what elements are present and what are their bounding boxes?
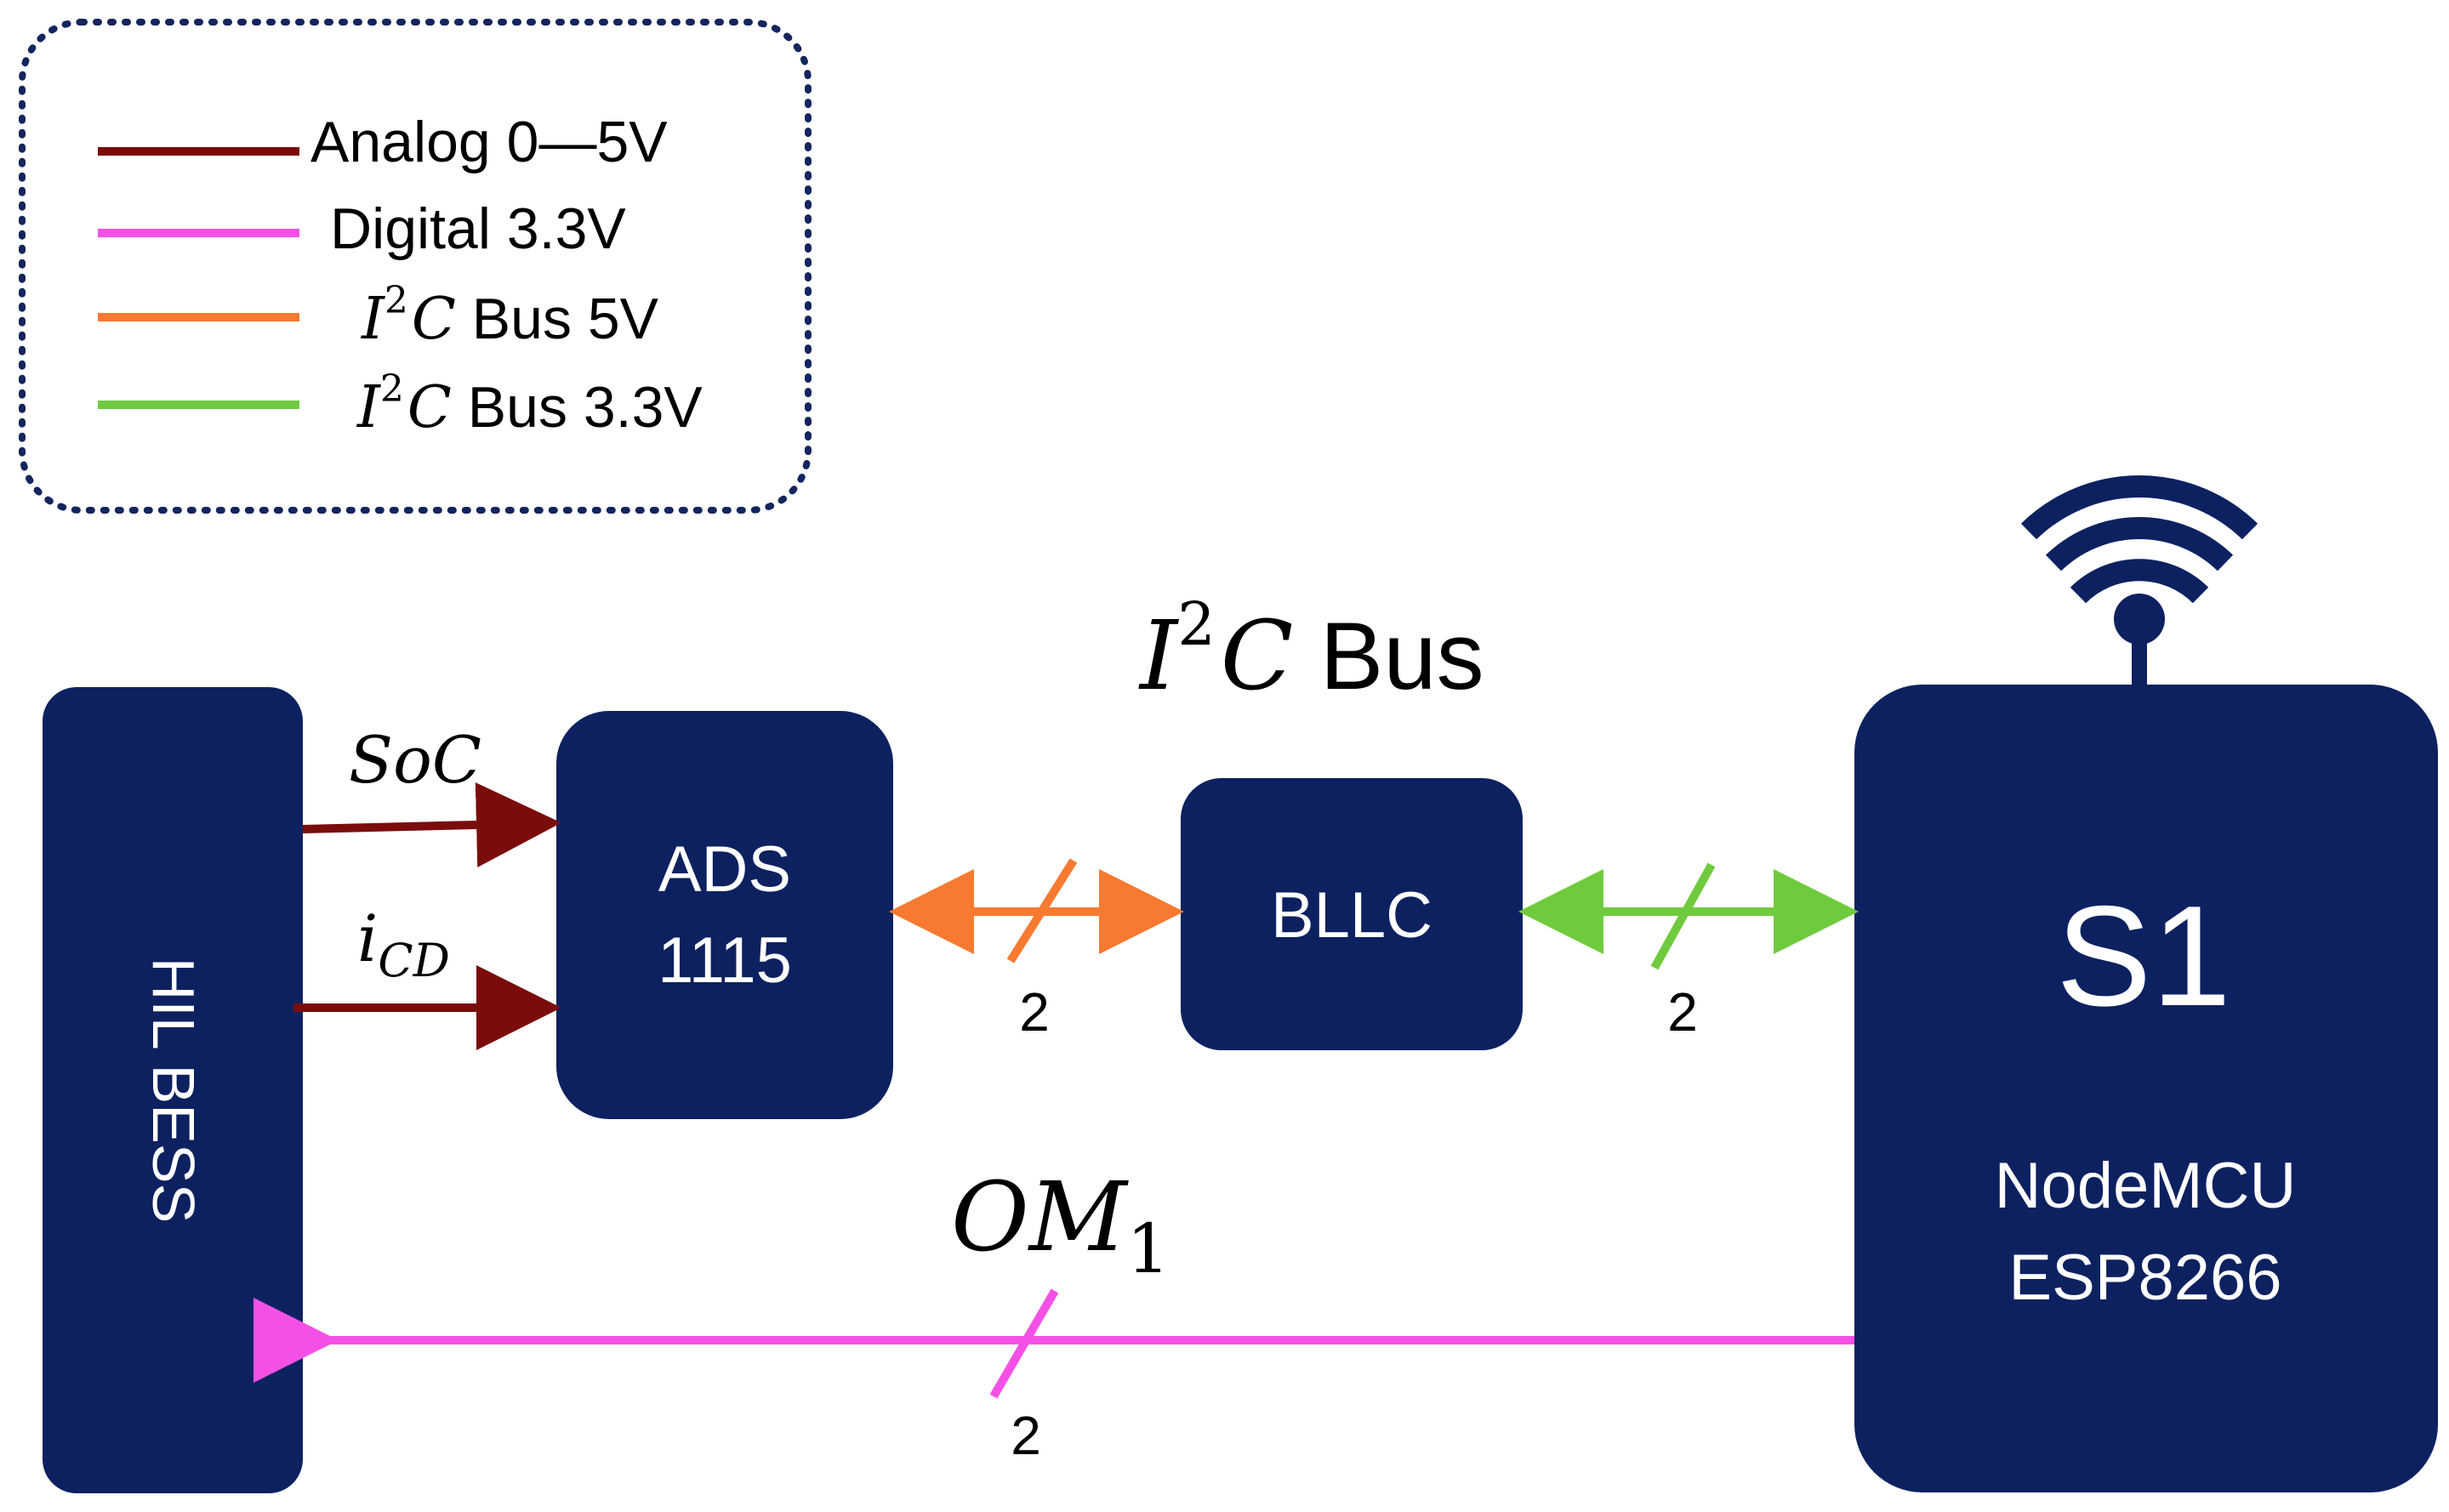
legend-label-analog: Analog 0—5V bbox=[310, 110, 668, 174]
i2c-3v3-width-label: 2 bbox=[1667, 981, 1698, 1043]
soc-label: SoC bbox=[349, 722, 481, 798]
s1-block: S1 NodeMCU ESP8266 bbox=[1854, 685, 2438, 1492]
om1-slash bbox=[989, 1288, 1059, 1399]
i2c-3v3-slash bbox=[1650, 862, 1716, 970]
ads-label-line2: 1115 bbox=[658, 924, 792, 997]
hil-bess-label: HIL BESS bbox=[140, 958, 207, 1224]
om1-label: OM1 bbox=[951, 1162, 1170, 1288]
bllc-label: BLLC bbox=[1271, 879, 1432, 952]
legend-label-i2c-3v3: I2C Bus 3.3V bbox=[356, 367, 703, 441]
legend-label-i2c-5v: I2C Bus 5V bbox=[360, 279, 659, 353]
icd-label: iCD bbox=[357, 901, 450, 987]
i2c-5v-bus: 2 bbox=[889, 858, 1184, 1043]
s1-label-line2: ESP8266 bbox=[2008, 1242, 2281, 1314]
s1-label-line1: NodeMCU bbox=[1995, 1150, 2297, 1222]
hil-bess-block: HIL BESS bbox=[43, 687, 303, 1493]
i2c-3v3-bus: 2 bbox=[1518, 862, 1859, 1043]
i2c-5v-slash bbox=[1006, 858, 1078, 963]
soc-signal: SoC bbox=[302, 722, 561, 867]
i2c-bus-title: I2C Bus bbox=[1138, 589, 1484, 712]
ads1115-block: ADS 1115 bbox=[556, 711, 893, 1119]
icd-signal: iCD bbox=[293, 901, 561, 1050]
wifi-antenna-icon bbox=[2020, 475, 2258, 685]
om1-width-label: 2 bbox=[1011, 1405, 1041, 1466]
soc-arrow bbox=[302, 782, 561, 867]
bllc-block: BLLC bbox=[1181, 778, 1523, 1050]
legend: Analog 0—5V Digital 3.3V I2C Bus 5V I2C … bbox=[19, 19, 812, 514]
om1-signal: 2 OM1 bbox=[253, 1162, 1854, 1466]
legend-label-digital: Digital 3.3V bbox=[330, 196, 626, 261]
legend-border bbox=[19, 19, 812, 514]
i2c-5v-width-label: 2 bbox=[1019, 981, 1050, 1043]
s1-title: S1 bbox=[2056, 876, 2231, 1036]
ads-label-line1: ADS bbox=[658, 833, 791, 906]
